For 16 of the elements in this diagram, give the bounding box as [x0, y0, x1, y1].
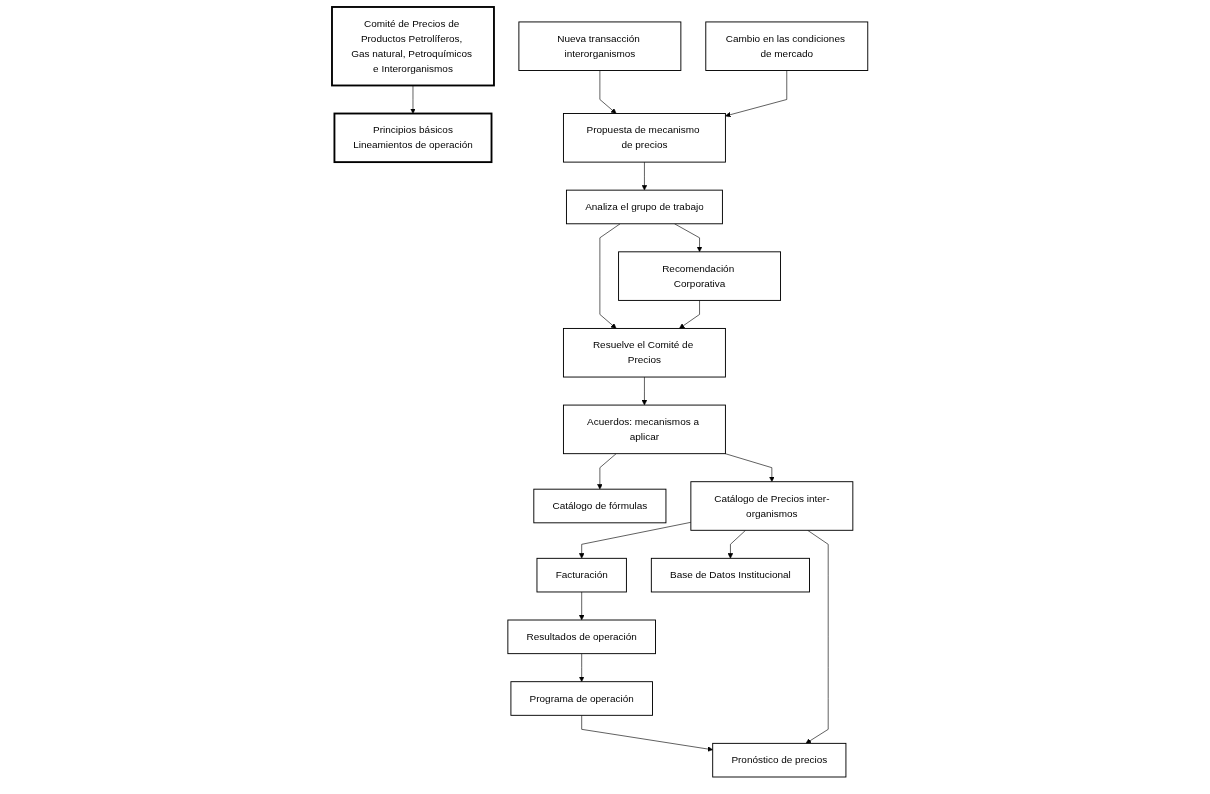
- node-box: Propuesta de mecanismo de precios: [563, 113, 726, 163]
- node-box: Analiza el grupo de trabajo: [566, 189, 723, 225]
- node-box: Programa de operación: [510, 681, 654, 716]
- node-box: Catálogo de Precios inter-organismos: [690, 481, 854, 531]
- node-box: Base de Datos Institucional: [651, 557, 811, 593]
- node-box: Pronóstico de precios: [712, 742, 847, 778]
- node-box: Principios básicos Lineamientos de operación: [333, 112, 493, 164]
- node-box: Comité de Precios de Productos Petrolíferos, Gas natural, Petroquímicos e Interorganismos: [331, 6, 496, 87]
- node-box: Resuelve el Comité de Precios: [563, 328, 726, 378]
- node-box: Facturación: [536, 557, 627, 593]
- node-box: Recomendación Corporativa: [618, 251, 782, 301]
- node-box: Nueva transacción interorganismos: [518, 21, 682, 71]
- node-box: Cambio en las condiciones de mercado: [705, 21, 869, 71]
- node-box: Catálogo de fórmulas: [533, 488, 667, 524]
- node-box: Acuerdos: mecanismos a aplicar: [563, 404, 726, 455]
- node-box: Resultados de operación: [507, 619, 657, 655]
